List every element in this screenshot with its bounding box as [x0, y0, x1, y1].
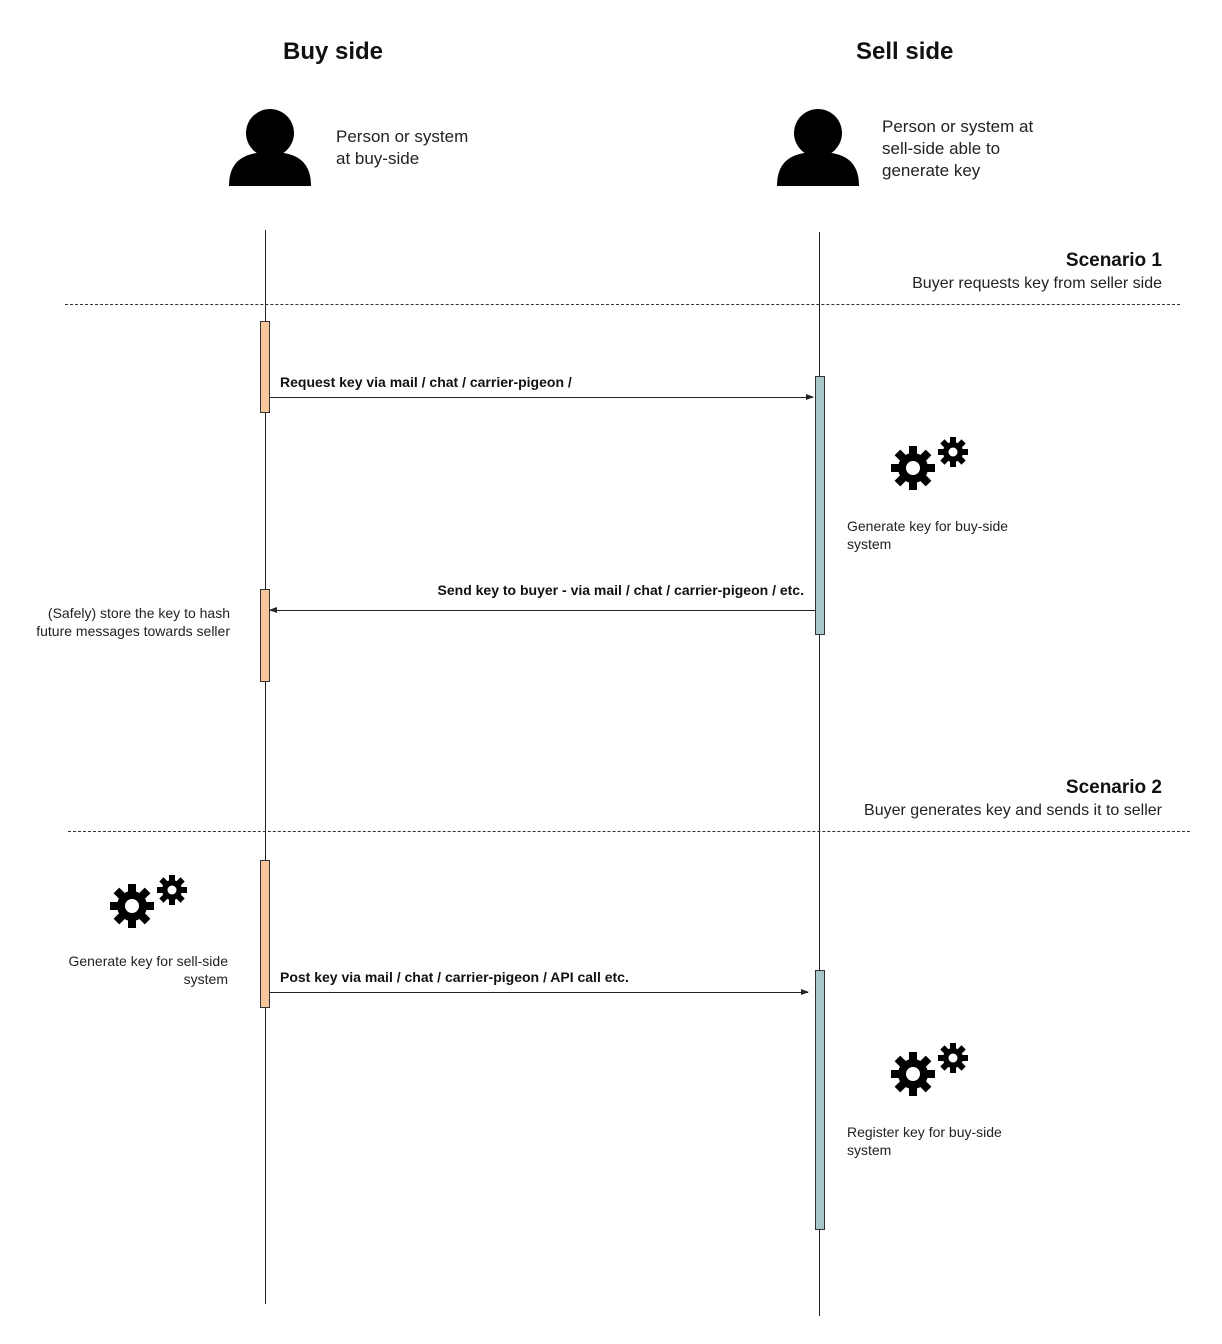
buy-side-heading: Buy side — [283, 38, 384, 65]
gears-icon — [891, 437, 968, 490]
message-request-key-label: Request key via mail / chat / carrier-pi… — [280, 374, 572, 390]
buy-actor-description: Person or system at buy-side — [336, 126, 468, 170]
buy-activation-bar — [260, 589, 270, 682]
message-post-key-label: Post key via mail / chat / carrier-pigeo… — [280, 969, 629, 985]
sell-actor-description-line: generate key — [882, 161, 981, 180]
buy-actor-description-line: at buy-side — [336, 149, 420, 168]
person-icon — [777, 109, 859, 186]
scenario-1-subtitle: Buyer requests key from seller side — [912, 275, 1162, 292]
scenario-1-title: Scenario 1 — [1065, 250, 1162, 271]
sell-note-generate-key: Generate key for buy-side system — [847, 517, 1008, 553]
person-icon — [229, 109, 311, 186]
note-line: Generate key for sell-side — [68, 953, 228, 969]
note-line: system — [847, 536, 892, 552]
buy-note-store-key: (Safely) store the key to hash future me… — [36, 604, 230, 640]
message-request-key-arrow — [270, 394, 814, 400]
scenario-2-title: Scenario 2 — [1065, 777, 1162, 798]
scenario-1-divider — [65, 304, 1180, 305]
sell-actor-description: Person or system at sell-side able to ge… — [882, 116, 1033, 182]
note-line: system — [183, 971, 228, 987]
message-send-key-arrow — [269, 607, 815, 613]
scenario-2-divider — [68, 831, 1190, 832]
sell-actor-description-line: Person or system at — [882, 117, 1034, 136]
note-line: Register key for buy-side — [847, 1124, 1002, 1140]
message-send-key-label: Send key to buyer - via mail / chat / ca… — [437, 582, 804, 598]
message-post-key-arrow — [270, 989, 809, 995]
sell-lifeline — [819, 232, 820, 1316]
note-line: future messages towards seller — [36, 623, 230, 639]
note-line: system — [847, 1142, 892, 1158]
sell-actor-description-line: sell-side able to — [882, 139, 1001, 158]
buy-lifeline — [265, 230, 266, 1304]
buy-actor-description-line: Person or system — [336, 127, 469, 146]
sell-activation-bar — [815, 970, 825, 1230]
sell-activation-bar — [815, 376, 825, 635]
note-line: Generate key for buy-side — [847, 518, 1009, 534]
scenario-2-subtitle: Buyer generates key and sends it to sell… — [864, 802, 1162, 819]
gears-icon — [110, 875, 187, 928]
note-line: (Safely) store the key to hash — [47, 605, 230, 621]
buy-activation-bar — [260, 321, 270, 413]
buy-activation-bar — [260, 860, 270, 1008]
buy-note-generate-key: Generate key for sell-side system — [68, 952, 228, 988]
sell-side-heading: Sell side — [856, 38, 954, 65]
gears-icon — [891, 1043, 968, 1096]
sell-note-register-key: Register key for buy-side system — [847, 1123, 1002, 1159]
